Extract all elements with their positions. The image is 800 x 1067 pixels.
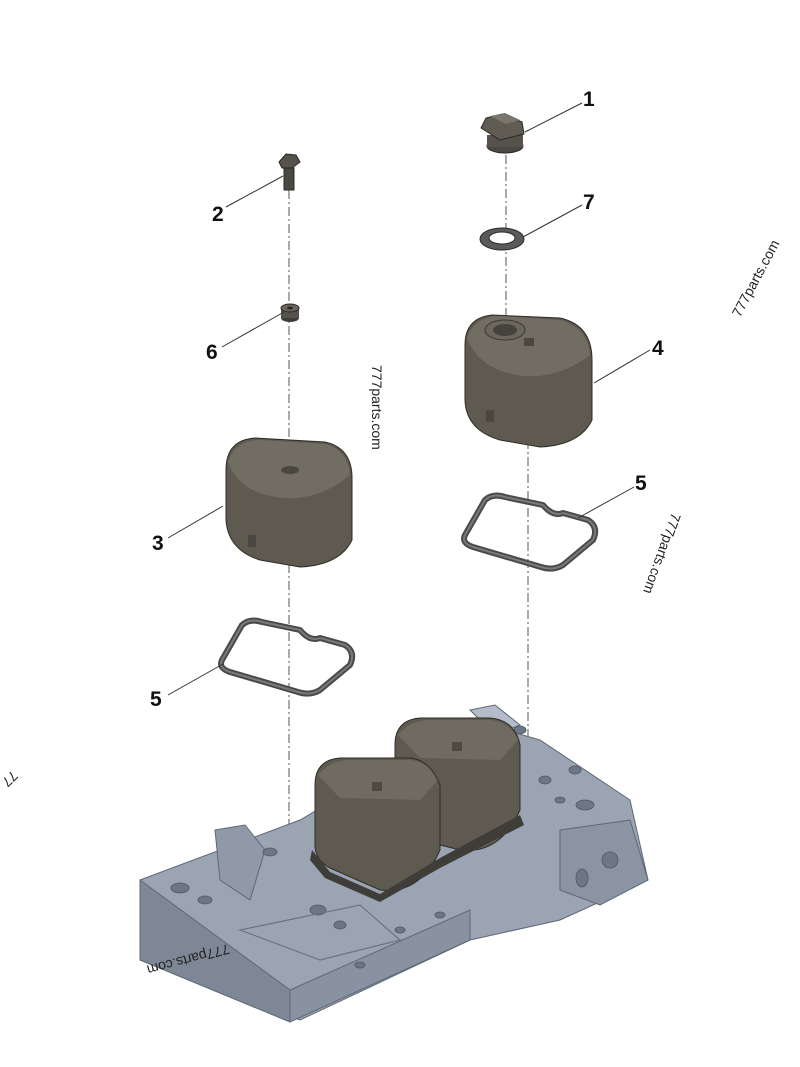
callout-1: 1 xyxy=(583,88,595,111)
watermark-right: 777parts.com xyxy=(640,511,684,596)
rocker-cover-right xyxy=(464,314,593,448)
sealing-washer xyxy=(479,227,525,251)
callout-5-left: 5 xyxy=(150,688,162,711)
watermark-center: 777parts.com xyxy=(369,365,385,450)
gasket-left xyxy=(218,617,356,697)
callout-4: 4 xyxy=(652,337,664,360)
grommet xyxy=(280,303,300,322)
leader-4 xyxy=(593,349,651,384)
oil-filler-cap xyxy=(480,113,525,154)
installed-rocker-covers xyxy=(310,717,524,902)
callout-7: 7 xyxy=(583,191,595,214)
callout-5-right: 5 xyxy=(635,472,647,495)
leader-5-right xyxy=(577,486,635,519)
gasket-right xyxy=(461,492,599,572)
callout-labels: 1 2 3 4 5 5 6 7 xyxy=(150,88,664,711)
leader-lines xyxy=(167,102,651,696)
callout-6: 6 xyxy=(206,341,218,364)
leader-5-left xyxy=(167,663,224,696)
leader-1 xyxy=(524,102,583,133)
leader-6 xyxy=(221,311,285,348)
hex-bolt xyxy=(278,153,301,191)
callout-2: 2 xyxy=(212,203,224,226)
leader-3 xyxy=(167,505,224,539)
watermark-top-right: 777parts.com xyxy=(729,237,783,319)
callout-3: 3 xyxy=(152,532,164,555)
rocker-cover-left xyxy=(225,437,353,568)
watermark-edge-left: 77 xyxy=(0,768,21,790)
leader-7 xyxy=(522,204,583,238)
leader-2 xyxy=(225,175,284,208)
